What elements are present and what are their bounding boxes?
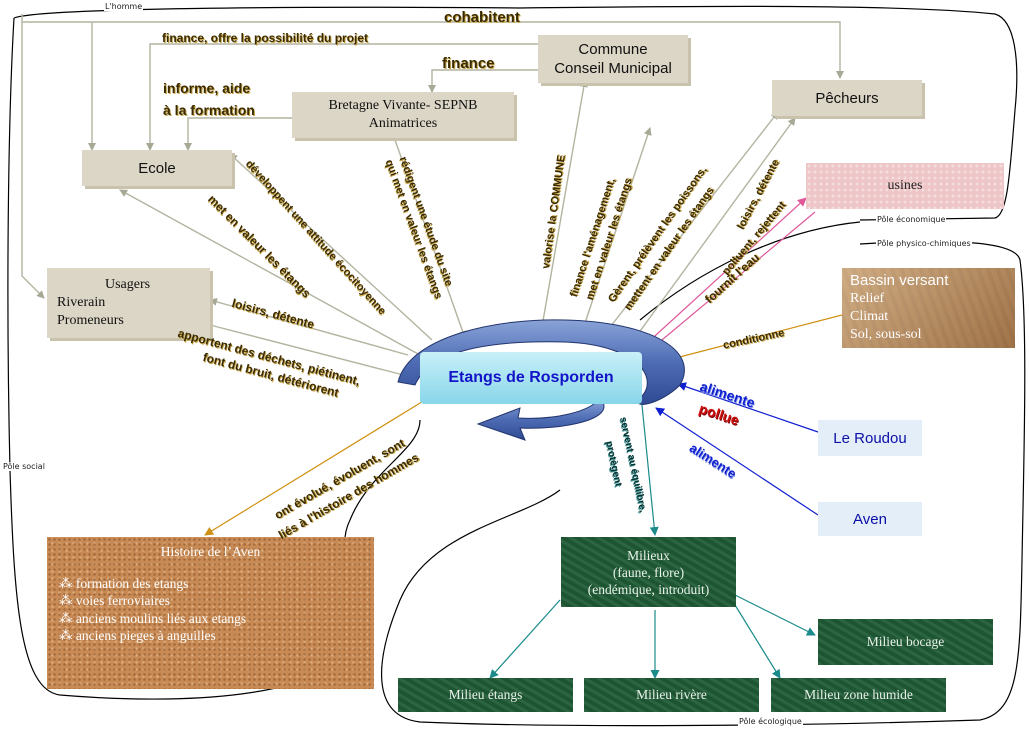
- node-bassin-versant: Bassin versant Relief Climat Sol, sous-s…: [842, 268, 1015, 348]
- histoire-item: ⁂ voies ferroviaires: [59, 593, 170, 608]
- pole-homme-label: L'homme: [104, 2, 144, 11]
- pole-ecologique-label: Pôle écologique: [738, 717, 803, 726]
- ring-arrow-tail: [476, 397, 605, 441]
- node-histoire-aven: Histoire de l’Aven ⁂ formation des etang…: [47, 537, 374, 689]
- arrow-redigent: [394, 139, 467, 339]
- arrow-conditionne: [667, 314, 843, 363]
- arrow-polluent: [649, 211, 816, 351]
- node-milieu-zone-humide: Milieu zone humide: [771, 678, 946, 712]
- pole-economique-label: Pôle économique: [876, 215, 947, 224]
- ring-top: [397, 319, 685, 405]
- arrow-alimente-aven: [655, 407, 819, 516]
- node-usagers: Usagers Riverain Promeneurs: [47, 268, 210, 338]
- arrow-cohabitent-top: [22, 21, 844, 79]
- arrow-finance-projet: [146, 43, 538, 151]
- center-etangs-label: Etangs de Rosporden: [448, 369, 614, 386]
- orange-arrows: [204, 314, 843, 536]
- arrow-gerent: [599, 111, 779, 341]
- node-milieu-etangs: Milieu étangs: [398, 678, 573, 712]
- center-ring: [397, 319, 685, 441]
- node-milieux-line3: (endémique, introduit): [587, 581, 710, 597]
- arrow-loisirs-pech: [629, 117, 796, 346]
- bullet-icon: ⁂: [59, 593, 76, 608]
- water-label-bg: [420, 352, 642, 404]
- node-le-roudou: Le Roudou: [818, 420, 922, 456]
- arrow-developpent: [229, 153, 433, 341]
- node-milieu-bocage: Milieu bocage: [818, 619, 993, 665]
- node-bretagne-line1: Bretagne Vivante- SEPNB: [328, 98, 478, 113]
- histoire-item: ⁂ formation des etangs: [59, 575, 189, 591]
- node-bretagne-vivante: Bretagne Vivante- SEPNB Animatrices: [292, 92, 514, 138]
- bullet-icon: ⁂: [59, 575, 76, 591]
- arrow-fournit: [644, 197, 807, 346]
- blue-arrows: [655, 382, 819, 516]
- arrow-milieu-bocage: [734, 594, 816, 636]
- arrow-informe: [184, 117, 292, 151]
- histoire-item: ⁂ anciens pieges à anguilles: [59, 628, 216, 643]
- node-usagers-line1: Usagers: [105, 277, 151, 292]
- histoire-item: ⁂ anciens moulins liés aux etangs: [59, 610, 247, 626]
- arrow-servent: [641, 404, 659, 536]
- arrow-loisirs-usag: [209, 298, 409, 356]
- pole-social-boundary: [7, 17, 421, 700]
- pole-homme-boundary: [13, 5, 1018, 221]
- bullet-icon: ⁂: [59, 610, 76, 626]
- bullet-icon: ⁂: [59, 628, 76, 643]
- node-milieux-line1: Milieux: [627, 547, 670, 563]
- node-histoire-title: Histoire de l’Aven: [160, 544, 261, 559]
- node-milieux: Milieux (faune, flore) (endémique, intro…: [561, 537, 736, 607]
- node-bretagne-line2: Animatrices: [368, 116, 438, 131]
- node-milieu-riviere: Milieu rivère: [584, 678, 759, 712]
- arrow-evolue: [204, 399, 426, 536]
- node-bassin-climat: Climat: [850, 309, 889, 324]
- arrow-milieu-etangs: [489, 599, 561, 679]
- node-aven: Aven: [818, 502, 922, 536]
- node-pecheurs: Pêcheurs: [772, 80, 922, 116]
- node-commune-line1: Commune: [578, 41, 648, 58]
- pink-arrows: [644, 197, 816, 351]
- arrow-finance-amen: [579, 127, 652, 339]
- label-informe-1: informe, aide: [163, 80, 251, 96]
- label-finance-projet: finance, offre la possibilité du projet: [162, 31, 369, 45]
- node-usagers-line3: Promeneurs: [57, 313, 124, 328]
- arrow-cohabitent: [21, 14, 45, 299]
- arrow-apportent: [209, 324, 416, 381]
- arrow-finance: [428, 69, 538, 93]
- pole-physico-label: Pôle physico-chimiques: [876, 239, 972, 248]
- pole-social-label: Pôle social: [2, 462, 46, 471]
- node-commune-line2: Conseil Municipal: [554, 60, 672, 77]
- node-bassin-title: Bassin versant: [850, 272, 949, 289]
- node-usagers-line2: Riverain: [57, 295, 106, 310]
- teal-arrows: [489, 404, 816, 679]
- label-finance: finance: [442, 55, 495, 72]
- arrow-alimente-roudou: [677, 382, 819, 433]
- gray-arrows: [21, 14, 844, 381]
- node-milieux-line2: (faune, flore): [612, 564, 685, 580]
- node-bassin-relief: Relief: [850, 291, 885, 306]
- node-ecole: Ecole: [82, 150, 232, 186]
- pole-physico-boundary: [381, 240, 1026, 727]
- label-cohabitent: cohabitent: [444, 9, 520, 26]
- node-usines: usines: [806, 163, 1004, 209]
- label-informe-2: à la formation: [163, 102, 255, 118]
- arrow-milieu-humide: [734, 604, 781, 679]
- node-bassin-sol: Sol, sous-sol: [850, 327, 922, 342]
- arrow-met-valeur-ecole: [119, 189, 421, 356]
- node-commune: Commune Conseil Municipal: [538, 35, 688, 83]
- arrow-valorise: [539, 79, 588, 339]
